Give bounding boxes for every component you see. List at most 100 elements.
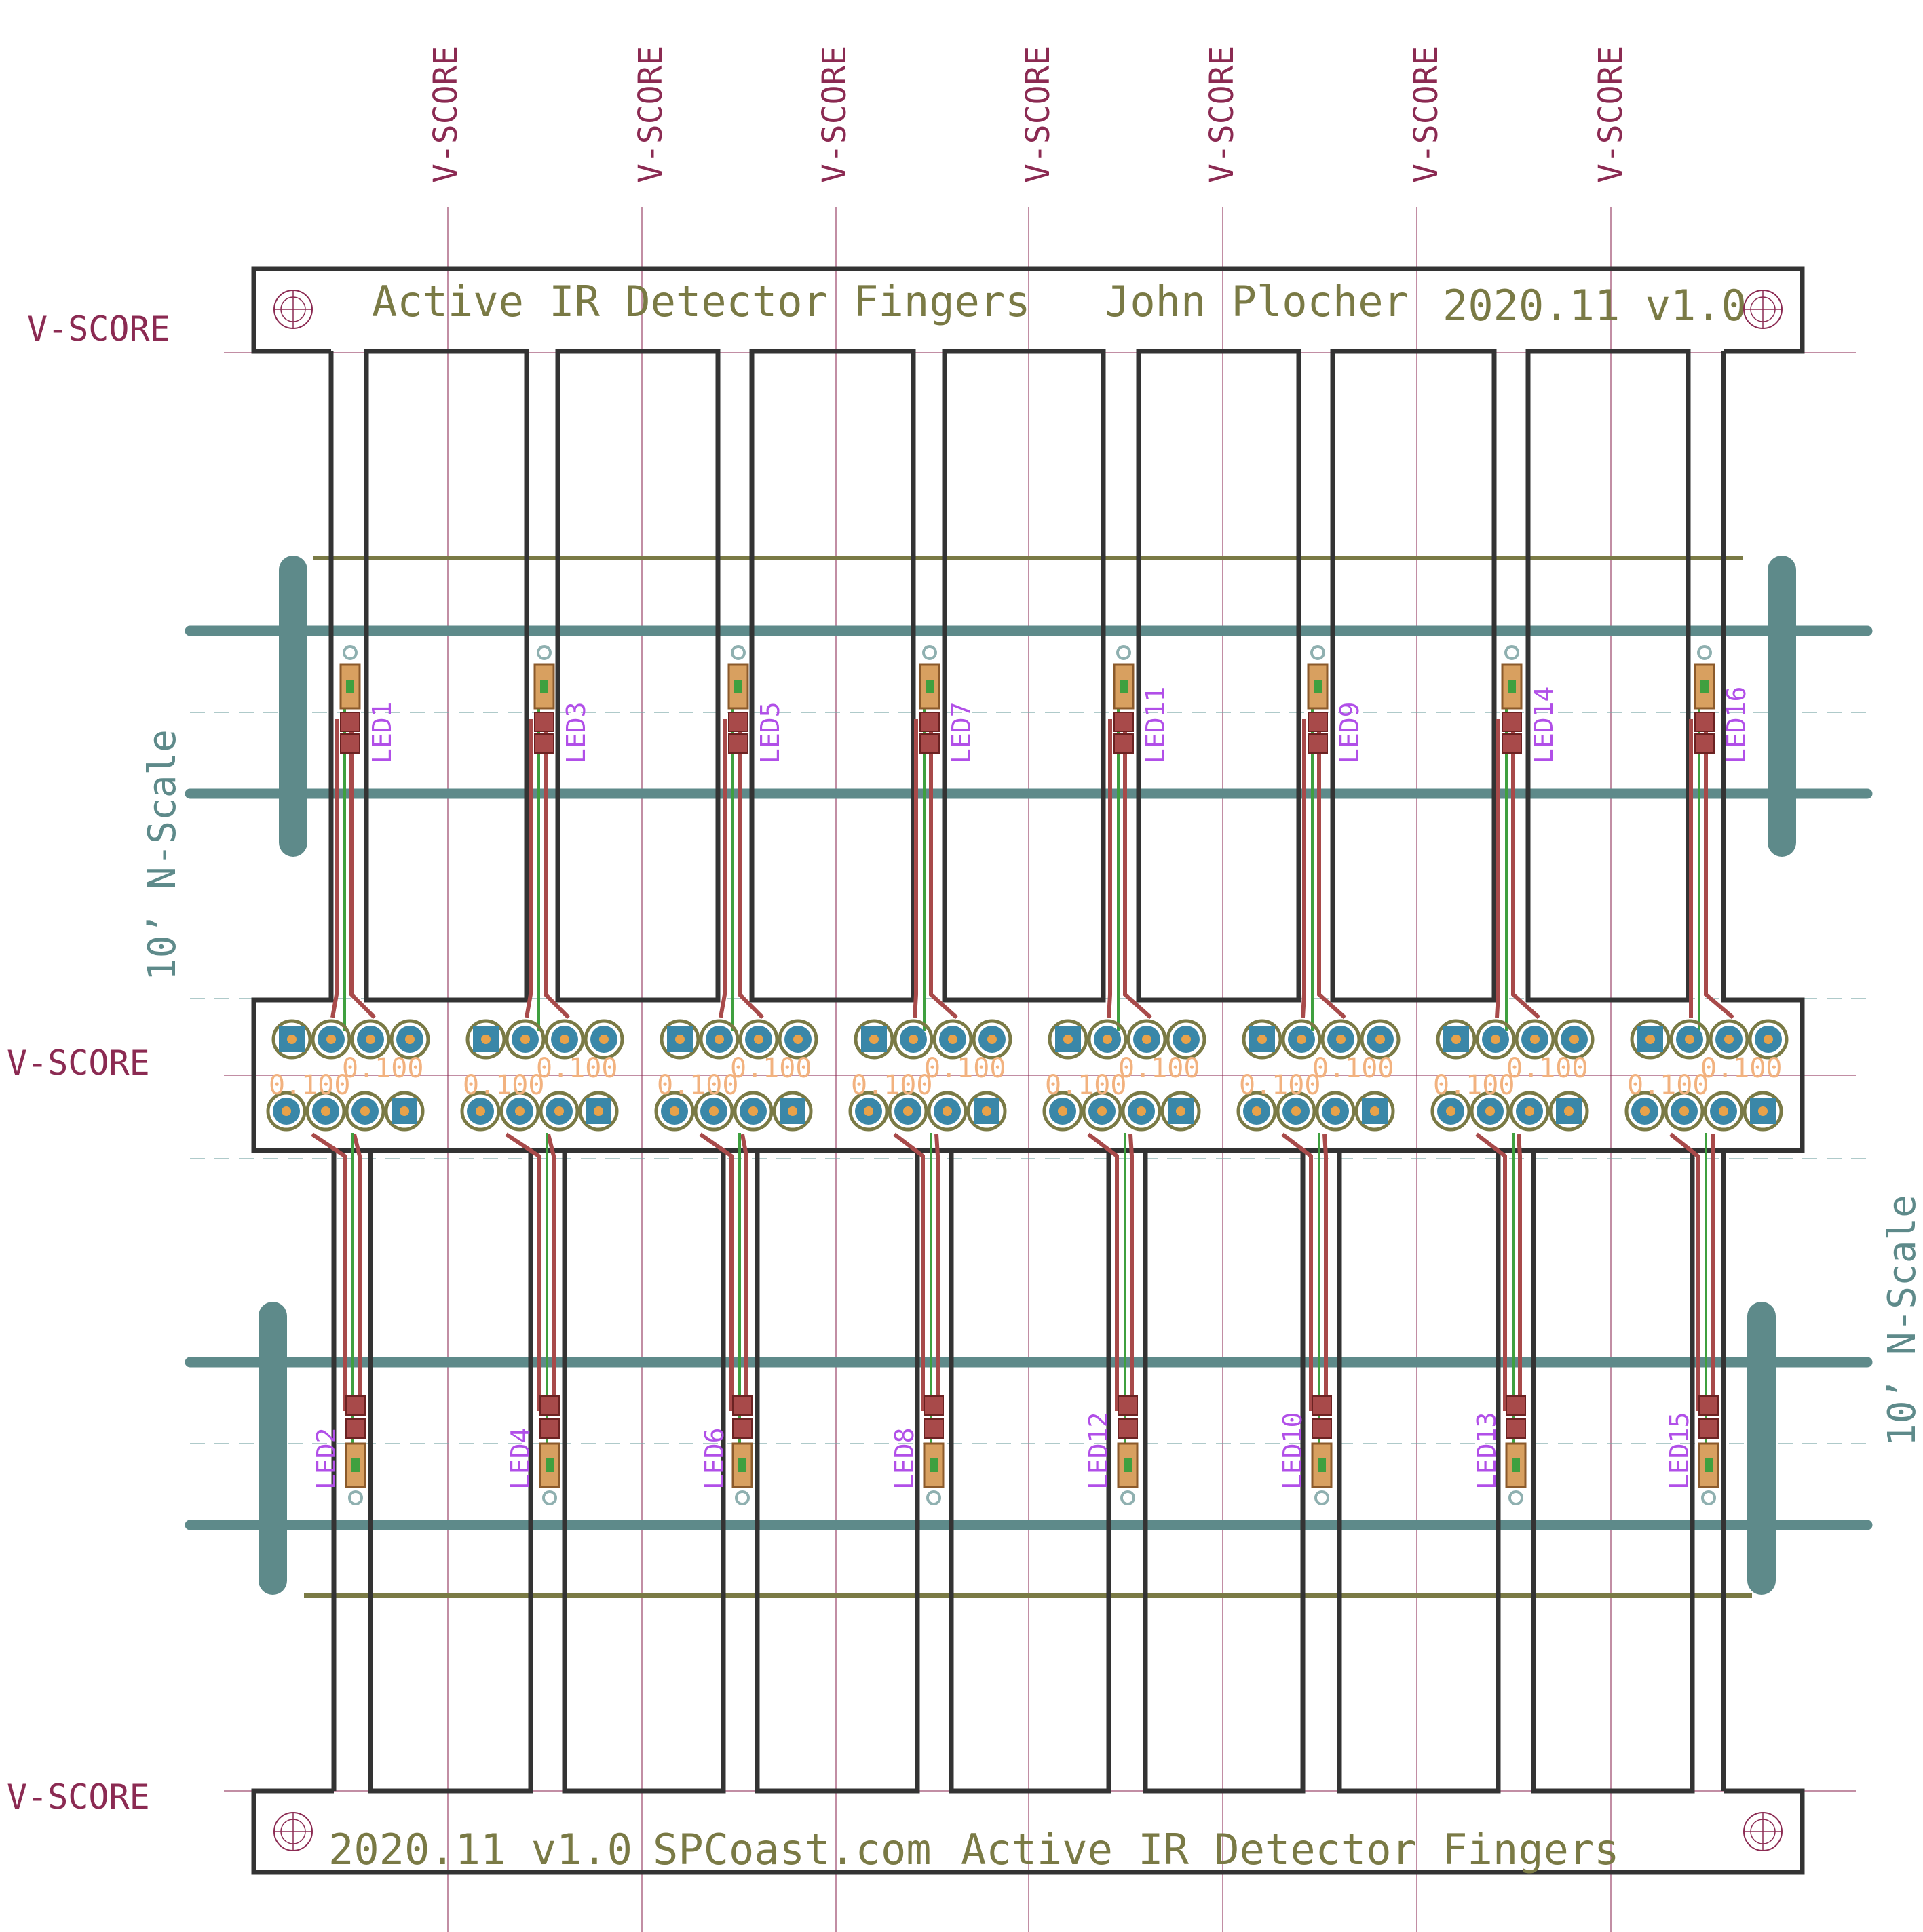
v-score-vertical-labels: V-SCORE V-SCORE V-SCORE V-SCORE V-SCORE … (427, 46, 1630, 183)
finger-slot (1525, 349, 1691, 1003)
header-pin-outline (966, 1091, 1007, 1132)
led-label: LED4 (506, 1427, 535, 1490)
header-pin-outline (893, 1019, 934, 1060)
trace-top (311, 1132, 347, 1411)
header-drill (948, 1035, 957, 1044)
trace-top (1087, 1132, 1119, 1411)
header-pin-outline (266, 1091, 307, 1132)
led-pad (1694, 712, 1715, 732)
header-pin-outline (1281, 1019, 1322, 1060)
header-drill (1181, 1035, 1191, 1044)
top-title: Active IR Detector Fingers (372, 277, 1031, 326)
trace-top (1495, 719, 1500, 1018)
led-pad (1113, 733, 1134, 754)
led-parts (339, 645, 1719, 1505)
pitch-label: 0.100 (1118, 1053, 1200, 1084)
header-drill (1569, 1035, 1579, 1044)
header-drill (1336, 1035, 1346, 1044)
trace-top (934, 1134, 940, 1411)
header-pin-outline (1664, 1091, 1705, 1132)
trace-top (740, 1134, 748, 1411)
led-die (1700, 680, 1709, 693)
pitch-label: 0.100 (657, 1070, 738, 1101)
header-drill (282, 1106, 291, 1116)
trace-top (505, 1132, 541, 1411)
header-drill (1291, 1106, 1301, 1116)
bottom-version: 2020.11 v1.0 (328, 1825, 632, 1874)
header-drill (1297, 1035, 1306, 1044)
trace-top (1107, 719, 1112, 1018)
header-pin-outline (699, 1019, 740, 1060)
top-author: John Plocher (1105, 277, 1409, 326)
header-pin-outline (389, 1019, 430, 1060)
header-drill (287, 1035, 297, 1044)
header-drill (903, 1106, 913, 1116)
led-label: LED15 (1664, 1412, 1694, 1490)
trace-top (893, 1132, 925, 1411)
led-via (348, 1490, 363, 1505)
pitch-label: 0.100 (1312, 1053, 1394, 1084)
led-via (537, 645, 552, 660)
led-pad (924, 1418, 944, 1439)
header-pin-outline (693, 1091, 734, 1132)
header-drill (515, 1106, 525, 1116)
header-drill (520, 1035, 530, 1044)
header-drill (476, 1106, 485, 1116)
header-drill (987, 1035, 997, 1044)
track-graphics (185, 556, 1873, 1598)
finger-slot (368, 1148, 533, 1794)
finger-slot (755, 1148, 920, 1794)
v-score-label: V-SCORE (1407, 46, 1445, 183)
led-label: LED1 (367, 701, 397, 764)
header-pin-outline (1554, 1019, 1595, 1060)
header-drill (1530, 1035, 1540, 1044)
trace-top (546, 1134, 556, 1411)
led-via (1116, 645, 1131, 660)
led-label: LED5 (755, 701, 785, 764)
header-drill (594, 1106, 603, 1116)
trace-top (1669, 1132, 1700, 1411)
header-drill (788, 1106, 797, 1116)
led-label: LED16 (1721, 687, 1751, 764)
led-die (1314, 680, 1322, 693)
trace-top (929, 719, 959, 1020)
led-die (1120, 680, 1128, 693)
pitch-label: 0.100 (463, 1070, 544, 1101)
trace-top (525, 719, 533, 1018)
header-pin-outline (1315, 1091, 1356, 1132)
header-drill (1719, 1106, 1728, 1116)
header-pin-outline (505, 1019, 546, 1060)
led-via (731, 645, 746, 660)
header-pin-outline (1048, 1019, 1088, 1060)
pitch-label: 0.100 (342, 1053, 423, 1084)
header-pin-outline (499, 1091, 540, 1132)
led-via (1697, 645, 1712, 660)
led-pad (1698, 1418, 1719, 1439)
header-drill (366, 1035, 375, 1044)
trace-top (1475, 1132, 1507, 1411)
header-drill (1375, 1035, 1385, 1044)
header-drill (1446, 1106, 1455, 1116)
led-label: LED3 (561, 701, 591, 764)
header-drill (560, 1035, 569, 1044)
header-pin-outline (932, 1019, 973, 1060)
pitch-label: 0.100 (536, 1053, 617, 1084)
header-pin-outline (1320, 1019, 1361, 1060)
led-pad (534, 712, 554, 732)
header-pin-outline (654, 1091, 695, 1132)
header-pin-outline (848, 1091, 889, 1132)
header-pin-outline (927, 1091, 968, 1132)
header-drill (754, 1035, 763, 1044)
led-pad (919, 712, 940, 732)
header-pin-outline (1430, 1091, 1471, 1132)
led-label: LED11 (1141, 687, 1170, 764)
led-body (727, 663, 749, 710)
header-pin-outline (1087, 1019, 1128, 1060)
header-drill (1252, 1106, 1261, 1116)
trace-top (1128, 1134, 1134, 1411)
led-via (542, 1490, 557, 1505)
led-pad (728, 712, 748, 732)
trace-top (913, 719, 918, 1018)
header-drill (1564, 1106, 1574, 1116)
header-drill (748, 1106, 758, 1116)
